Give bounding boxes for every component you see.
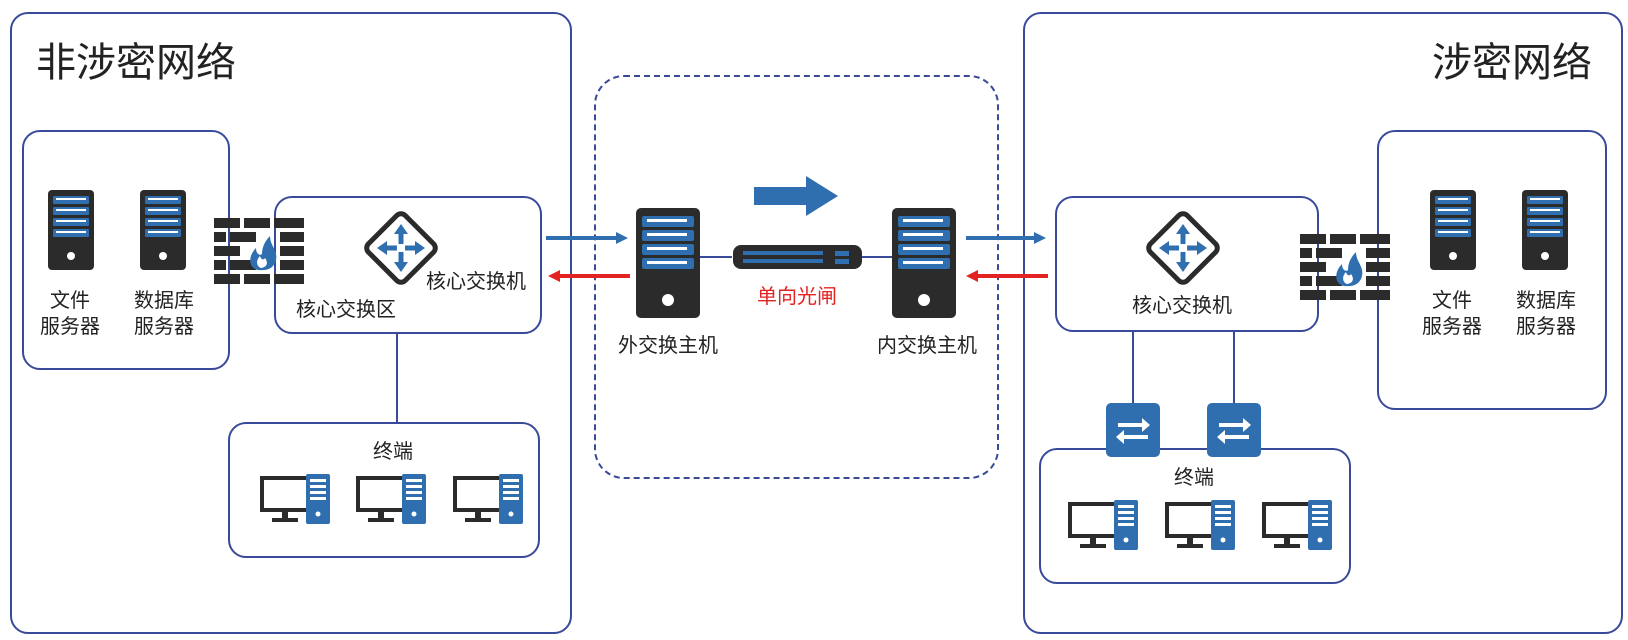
left-terminal-label: 终端 (373, 439, 413, 463)
right-inbound-arrow (966, 270, 1048, 282)
right-core-switch-label: 核心交换机 (1132, 293, 1232, 317)
right-firewall-icon (1300, 234, 1390, 300)
right-access-switch-icon-1 (1106, 403, 1160, 457)
right-file-server-label-line2: 服务器 (1422, 314, 1482, 338)
inner-host-icon (892, 208, 956, 318)
right-pc-icon-2 (1165, 498, 1237, 552)
inner-host-label: 内交换主机 (877, 333, 977, 357)
left-inbound-arrow (548, 270, 630, 282)
right-db-server-label-line2: 服务器 (1516, 314, 1576, 338)
left-db-server-icon (140, 190, 186, 270)
left-db-server-label: 数据库 服务器 (124, 287, 204, 339)
left-file-server-label: 文件 服务器 (30, 287, 110, 339)
left-outbound-arrow (546, 232, 628, 244)
one-way-gateway-label: 单向光闸 (757, 284, 837, 308)
left-db-server-label-line1: 数据库 (134, 288, 194, 312)
left-firewall-icon (214, 218, 304, 284)
right-terminal-label: 终端 (1174, 465, 1214, 489)
left-zone-title: 非涉密网络 (36, 40, 236, 86)
right-pc-icon-1 (1068, 498, 1140, 552)
outer-host-label: 外交换主机 (618, 333, 718, 357)
left-core-area-label: 核心交换区 (296, 297, 396, 321)
right-zone-title: 涉密网络 (1432, 40, 1592, 86)
left-db-server-label-line2: 服务器 (134, 314, 194, 338)
one-way-direction-arrow-icon (754, 176, 838, 216)
left-pc-icon-1 (260, 472, 332, 526)
right-file-server-label-line1: 文件 (1432, 288, 1472, 312)
right-db-server-icon (1522, 190, 1568, 270)
left-pc-icon-3 (453, 472, 525, 526)
right-server-group (1377, 130, 1607, 410)
right-file-server-icon (1430, 190, 1476, 270)
outer-host-icon (636, 208, 700, 318)
left-core-switch-label: 核心交换机 (426, 269, 526, 293)
left-file-server-icon (48, 190, 94, 270)
right-outbound-arrow (966, 232, 1046, 244)
right-access-switch-icon-2 (1207, 403, 1261, 457)
right-db-server-label-line1: 数据库 (1516, 288, 1576, 312)
right-db-server-label: 数据库 服务器 (1506, 287, 1586, 339)
one-way-gateway-icon (733, 245, 862, 269)
left-file-server-label-line1: 文件 (50, 288, 90, 312)
left-pc-icon-2 (356, 472, 428, 526)
right-core-switch-icon (1146, 211, 1220, 285)
right-pc-icon-3 (1262, 498, 1334, 552)
right-file-server-label: 文件 服务器 (1412, 287, 1492, 339)
left-file-server-label-line2: 服务器 (40, 314, 100, 338)
